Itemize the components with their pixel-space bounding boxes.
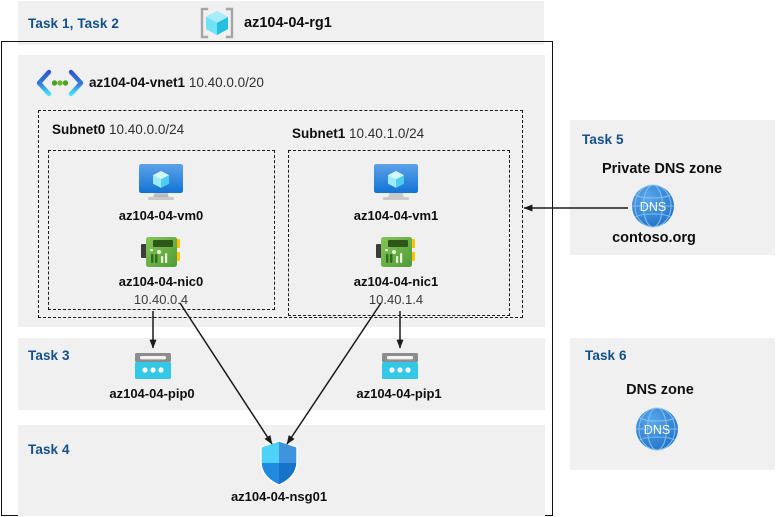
dns-icon-text: DNS [644,423,670,437]
dns-icon-text: DNS [640,200,666,214]
subnet1-boundary [288,150,510,316]
public-ip-panel [18,338,545,410]
subnet0-header: Subnet0 10.40.0.0/24 [52,122,184,137]
vnet-panel [18,55,545,327]
task-label-1-2: Task 1, Task 2 [28,16,119,31]
vnet-name: az104-04-vnet1 [89,75,186,90]
subnet1-header: Subnet1 10.40.1.0/24 [292,126,424,141]
nic0-name: az104-04-nic0 [118,274,204,289]
pip0-name: az104-04-pip0 [109,386,195,401]
dns-zone-icon: DNS [634,406,680,452]
subnet1-name: Subnet1 [292,126,346,141]
private-dns-zone-panel [570,120,775,255]
dns-zone-title: DNS zone [626,382,694,398]
network-interface-icon [141,235,183,271]
nsg-name: az104-04-nsg01 [230,489,328,504]
subnet0-boundary [48,150,275,310]
subnet1-cidr: 10.40.1.0/24 [349,126,425,141]
resource-group-name: az104-04-rg1 [244,15,332,31]
subnets-container [38,110,523,318]
task-label-4: Task 4 [28,442,70,457]
virtual-machine-icon [370,162,422,202]
subnet0-name: Subnet0 [52,122,106,137]
nic1-name: az104-04-nic1 [353,274,439,289]
private-dns-zone-name: contoso.org [612,230,696,246]
resource-group-icon [198,6,236,40]
public-ip-icon [133,350,173,382]
vnet-header: az104-04-vnet1 10.40.0.0/20 [89,75,264,90]
vnet-cidr: 10.40.0.0/20 [188,75,264,90]
virtual-machine-icon [135,162,187,202]
nic1-private-ip: 10.40.1.4 [368,292,424,307]
nic0-private-ip: 10.40.0.4 [133,292,189,307]
pip1-name: az104-04-pip1 [356,386,442,401]
dns-zone-panel [570,338,775,470]
dns-zone-icon: DNS [630,183,676,229]
resource-group-panel [18,1,544,45]
network-security-group-icon [259,440,299,486]
subnet0-cidr: 10.40.0.0/24 [109,122,185,137]
task-label-3: Task 3 [28,348,70,363]
network-interface-icon [376,235,418,271]
task-label-6: Task 6 [585,348,627,363]
vm1-name: az104-04-vm1 [353,208,439,223]
vm0-name: az104-04-vm0 [118,208,204,223]
virtual-network-icon [36,69,84,97]
task-label-5: Task 5 [582,132,624,147]
private-dns-zone-title: Private DNS zone [601,161,723,177]
public-ip-icon [380,350,420,382]
